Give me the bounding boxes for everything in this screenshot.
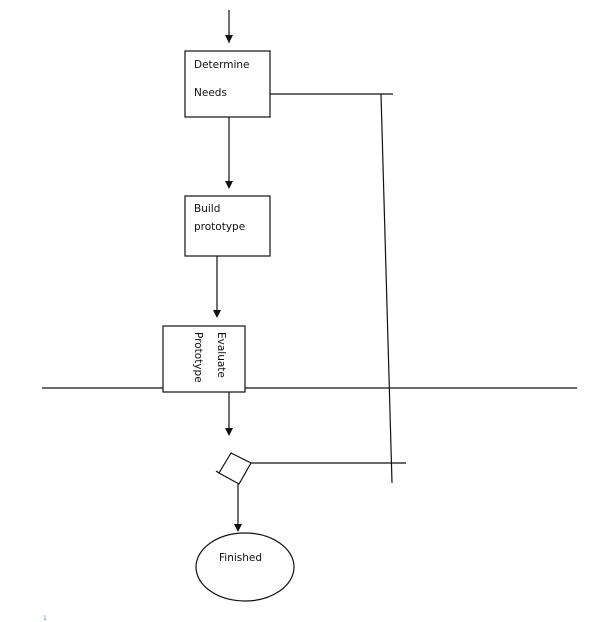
build-prototype-label-line1: Build <box>194 203 220 215</box>
node-finished[interactable]: Finished <box>195 532 295 602</box>
edge-decision-to-finished-arrowhead <box>234 524 242 532</box>
edge-determine-to-build-arrowhead <box>225 181 233 189</box>
edge-build-to-evaluate-arrowhead <box>213 310 221 318</box>
evaluate-prototype-label-line1: Evaluate <box>215 332 227 378</box>
page-number-marker: 1 <box>43 615 47 622</box>
entry-arrowhead <box>225 35 233 43</box>
feedback-line-vertical <box>380 93 393 484</box>
evaluate-prototype-label-line2: Prototype <box>192 332 204 383</box>
evaluate-prototype-box <box>162 325 246 393</box>
edge-evaluate-to-decision-arrowhead <box>225 428 233 436</box>
determine-needs-label-line2: Needs <box>194 87 227 99</box>
finished-ellipse <box>195 532 295 602</box>
node-determine-needs[interactable]: Determine Needs <box>184 50 271 118</box>
decision-shape <box>218 452 252 485</box>
node-evaluate-prototype[interactable]: Evaluate Prototype <box>162 325 246 393</box>
determine-needs-label-line1: Determine <box>194 59 250 71</box>
finished-label: Finished <box>219 552 262 564</box>
decision-tick <box>215 470 220 474</box>
node-build-prototype[interactable]: Build prototype <box>184 195 271 257</box>
build-prototype-label-line2: prototype <box>194 221 245 233</box>
build-prototype-box <box>184 195 271 257</box>
determine-needs-box <box>184 50 271 118</box>
node-decision[interactable] <box>215 452 252 485</box>
